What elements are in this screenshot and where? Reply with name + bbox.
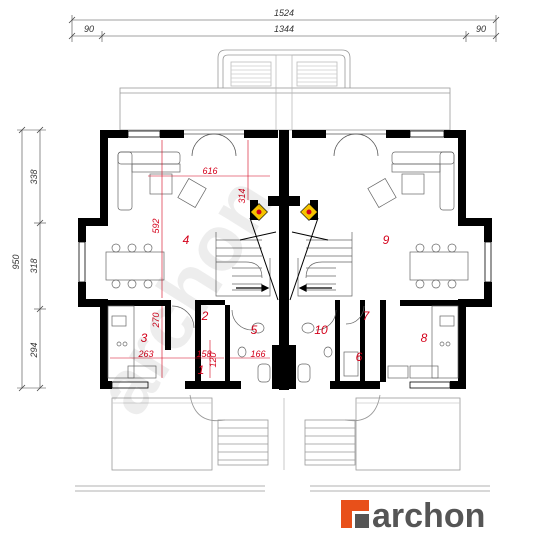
room-dim-314: 314 xyxy=(237,188,247,203)
walls xyxy=(78,130,492,390)
archon-logo: archon xyxy=(341,497,485,535)
room-label-5: 5 xyxy=(251,323,258,337)
dim-side-upper: 338 xyxy=(29,169,39,184)
room-label-3: 3 xyxy=(141,331,148,345)
room-dimension-lines xyxy=(110,140,270,378)
dim-top-left: 90 xyxy=(84,24,94,34)
top-dimension-lines: 1524 90 1344 90 xyxy=(68,8,500,42)
dim-side-lower: 294 xyxy=(29,342,39,358)
dim-top-right: 90 xyxy=(476,24,486,34)
room-dim-263: 263 xyxy=(137,349,153,359)
windows xyxy=(78,130,492,389)
room-label-6: 6 xyxy=(356,350,363,364)
room-dim-592: 592 xyxy=(151,218,161,233)
room-label-8: 8 xyxy=(421,331,428,345)
room-dim-616: 616 xyxy=(202,166,217,176)
fireplace-left-icon xyxy=(250,203,268,221)
room-label-4: 4 xyxy=(183,233,190,247)
bottom-terraces xyxy=(75,394,490,492)
terrace-doors xyxy=(184,133,386,157)
dim-top-middle: 1344 xyxy=(274,24,294,34)
dim-side-total: 950 xyxy=(11,254,21,269)
room-label-9: 9 xyxy=(383,233,390,247)
room-dim-270: 270 xyxy=(151,312,161,328)
logo-text: archon xyxy=(372,497,485,535)
side-dimension-lines: 950 338 318 294 xyxy=(11,126,46,392)
room-label-10: 10 xyxy=(314,323,328,337)
archon-logo-icon xyxy=(341,500,369,528)
kitchen-fixtures xyxy=(107,305,459,379)
room-label-7: 7 xyxy=(363,309,371,323)
dim-side-middle: 318 xyxy=(29,258,39,273)
room-dim-166: 166 xyxy=(250,349,265,359)
bathroom-fixtures xyxy=(171,305,365,383)
dim-top-total: 1524 xyxy=(274,8,294,18)
room-dim-158: 158 xyxy=(196,349,211,359)
room-label-2: 2 xyxy=(201,309,209,323)
stair-arrows[interactable] xyxy=(236,284,332,292)
living-room-furniture xyxy=(105,151,469,281)
room-label-1: 1 xyxy=(198,363,205,377)
fireplace-right-icon xyxy=(300,203,318,221)
stair-diagonals xyxy=(239,217,329,301)
room-dim-120: 120 xyxy=(208,352,218,367)
dining-chairs xyxy=(111,243,457,289)
top-terrace xyxy=(119,49,451,131)
watermark-text: archon xyxy=(78,162,290,429)
